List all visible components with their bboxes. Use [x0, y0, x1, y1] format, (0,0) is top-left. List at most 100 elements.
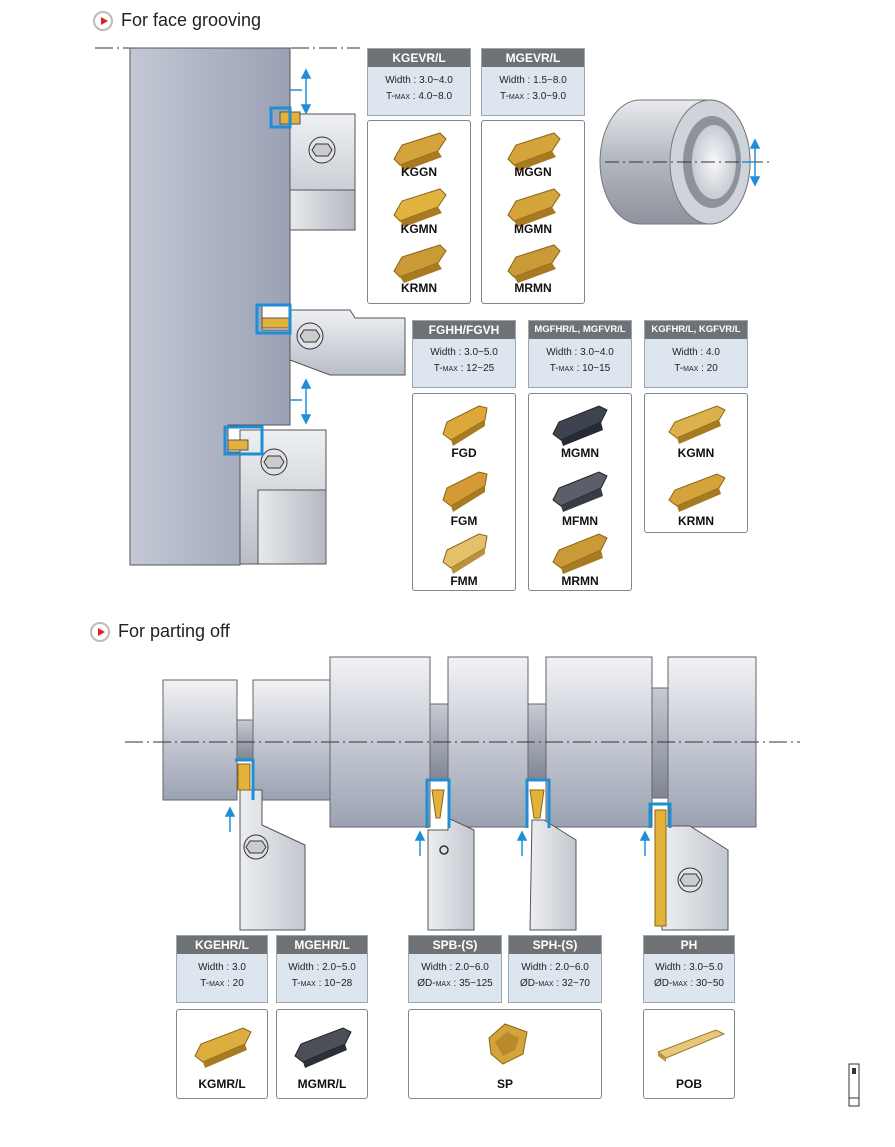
insert-icon: [442, 533, 488, 574]
spec-width: Width : 4.0: [672, 347, 720, 358]
spec-header: FGHH/FGVH: [413, 321, 515, 339]
spec-tmax: T-MAX : 10~28: [291, 978, 353, 989]
insert-icon: [442, 405, 488, 446]
spec-width: Width : 3.0~4.0: [546, 347, 614, 358]
face-grooving-title: For face grooving: [93, 10, 261, 31]
insert-label: FGM: [450, 514, 478, 528]
insert-label: FGD: [451, 446, 477, 460]
spec-mgfhr: MGFHR/L, MGFVR/L Width : 3.0~4.0 T-MAX :…: [528, 320, 632, 388]
insert-label: MGMN: [561, 446, 599, 460]
spec-width: Width : 3.0~4.0: [385, 75, 453, 86]
insert-icon: [488, 1023, 528, 1065]
insert-icon: [668, 405, 726, 444]
insert-label: KGMN: [677, 446, 715, 460]
tool-thumbnail-icon: [848, 1063, 860, 1107]
spec-kgehr: KGEHR/L Width : 3.0 T-MAX : 20: [176, 935, 268, 1003]
spec-kgevr: KGEVR/L Width : 3.0~4.0 T-MAX : 4.0~8.0: [367, 48, 471, 116]
insert-label: MRMN: [561, 574, 599, 588]
spec-dmax: ØD-MAX : 30~50: [654, 978, 724, 989]
tool-1: [239, 789, 306, 931]
insert-icon: [656, 1029, 726, 1062]
spec-header: SPH-(S): [509, 936, 601, 954]
insert-icon: [552, 405, 608, 446]
play-icon: [93, 10, 113, 31]
insert-icon: [294, 1027, 352, 1068]
insert-icon: [668, 473, 726, 512]
insert-icon: [442, 471, 488, 512]
insert-label: MGMN: [514, 222, 552, 236]
spec-spb: SPB-(S) Width : 2.0~6.0 ØD-MAX : 35~125: [408, 935, 502, 1003]
spec-width: Width : 3.0: [198, 962, 246, 973]
insert-box-mgevr: MGGN MGMN MRMN: [481, 120, 585, 304]
insert-label: POB: [675, 1077, 702, 1091]
spec-width: Width : 3.0~5.0: [430, 347, 498, 358]
insert-box-sp: SP: [408, 1009, 602, 1099]
spec-width: Width : 2.0~6.0: [421, 962, 489, 973]
spec-width: Width : 2.0~5.0: [288, 962, 356, 973]
insert-box-mgmr: MGMR/L: [276, 1009, 368, 1099]
play-icon: [90, 621, 110, 642]
insert-label: MFMN: [562, 514, 598, 528]
parting-off-title-text: For parting off: [118, 621, 230, 641]
spec-tmax: T-MAX : 4.0~8.0: [385, 91, 453, 102]
ring-workpiece: [599, 99, 770, 225]
insert-label: SP: [496, 1077, 513, 1091]
spec-width: Width : 3.0~5.0: [655, 962, 723, 973]
insert-label: MGGN: [514, 165, 552, 179]
spec-mgevr: MGEVR/L Width : 1.5~8.0 T-MAX : 3.0~9.0: [481, 48, 585, 116]
spec-tmax: T-MAX : 12~25: [433, 363, 495, 374]
insert-label: FMM: [450, 574, 478, 588]
spec-dmax: ØD-MAX : 32~70: [520, 978, 590, 989]
spec-header: PH: [644, 936, 734, 954]
insert-label: KGMN: [400, 222, 438, 236]
tool-3: [529, 819, 577, 931]
insert-box-kgfhr: KGMN KRMN: [644, 393, 748, 533]
spec-sph: SPH-(S) Width : 2.0~6.0 ØD-MAX : 32~70: [508, 935, 602, 1003]
insert-icon: [552, 471, 608, 512]
face-grooving-title-text: For face grooving: [121, 10, 262, 30]
feed-arrows: [290, 68, 312, 425]
spec-kgfhr: KGFHR/L, KGFVR/L Width : 4.0 T-MAX : 20: [644, 320, 748, 388]
spec-mgehr: MGEHR/L Width : 2.0~5.0 T-MAX : 10~28: [276, 935, 368, 1003]
spec-tmax: T-MAX : 20: [674, 363, 718, 374]
spec-width: Width : 2.0~6.0: [521, 962, 589, 973]
spec-header: MGEVR/L: [482, 49, 584, 67]
insert-label: MRMN: [514, 281, 552, 295]
insert-label: KGMR/L: [198, 1077, 246, 1091]
insert-icon: [507, 132, 561, 171]
insert-icon: [194, 1027, 252, 1068]
insert-label: KGGN: [401, 165, 437, 179]
insert-box-mgfhr: MGMN MFMN MRMN: [528, 393, 632, 591]
spec-header: SPB-(S): [409, 936, 501, 954]
insert-box-pob: POB: [643, 1009, 735, 1099]
spec-header: MGFHR/L, MGFVR/L: [529, 321, 631, 339]
spec-header: MGEHR/L: [277, 936, 367, 954]
spec-dmax: ØD-MAX : 35~125: [417, 978, 493, 989]
insert-box-kgmr: KGMR/L: [176, 1009, 268, 1099]
spec-ph: PH Width : 3.0~5.0 ØD-MAX : 30~50: [643, 935, 735, 1003]
spec-header: KGEVR/L: [368, 49, 470, 67]
insert-icon: [393, 132, 447, 171]
insert-label: KRMN: [678, 514, 714, 528]
insert-icon: [393, 244, 447, 283]
parting-off-diagram: [125, 656, 800, 931]
face-grooving-diagram: [95, 47, 770, 566]
insert-label: MGMR/L: [297, 1077, 347, 1091]
parting-off-title: For parting off: [90, 621, 230, 642]
insert-label: KRMN: [401, 281, 437, 295]
feed-arrows: [224, 806, 651, 856]
tool-2: [427, 817, 475, 931]
insert-box-fghh: FGD FGM FMM: [412, 393, 516, 591]
spec-fghh: FGHH/FGVH Width : 3.0~5.0 T-MAX : 12~25: [412, 320, 516, 388]
spec-width: Width : 1.5~8.0: [499, 75, 567, 86]
insert-box-kgevr: KGGN KGMN KRMN: [367, 120, 471, 304]
shaft-1: [162, 679, 238, 801]
spec-header: KGEHR/L: [177, 936, 267, 954]
spec-tmax: T-MAX : 10~15: [549, 363, 611, 374]
insert-icon: [552, 533, 608, 574]
insert-icon: [507, 188, 561, 227]
insert-icon: [507, 244, 561, 283]
spec-tmax: T-MAX : 3.0~9.0: [499, 91, 567, 102]
insert-icon: [393, 188, 447, 227]
spec-header: KGFHR/L, KGFVR/L: [645, 321, 747, 339]
